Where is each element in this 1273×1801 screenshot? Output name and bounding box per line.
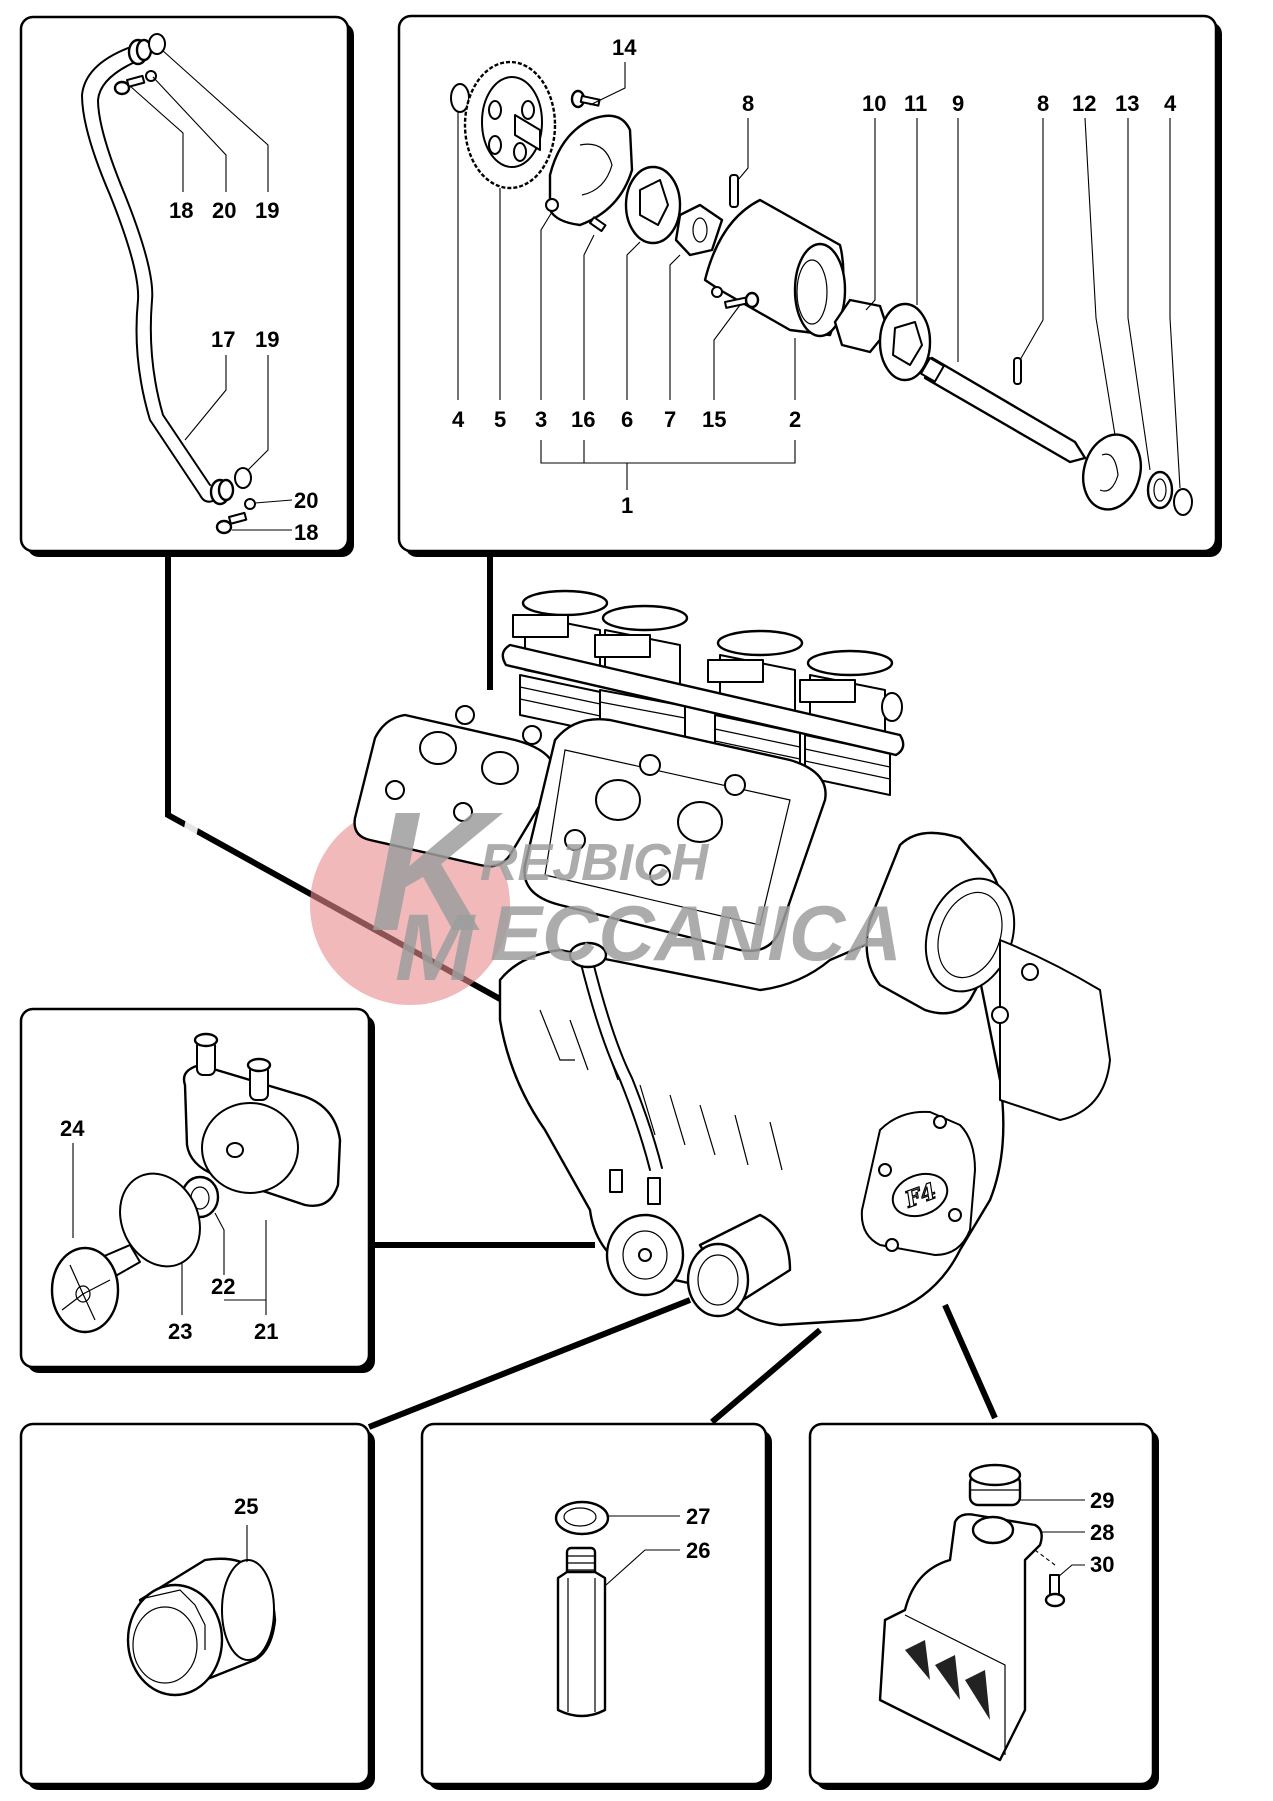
label-23: 23 [168, 1319, 192, 1344]
label-27: 27 [686, 1504, 710, 1529]
label-21: 21 [254, 1319, 278, 1344]
watermark-initial-k: K [370, 777, 504, 967]
label-19: 19 [255, 198, 279, 223]
panel-oil-pipe: 18 20 19 17 19 20 18 [19, 15, 354, 557]
connector-union [710, 1327, 822, 1425]
label-11: 11 [904, 91, 927, 116]
label-28: 28 [1090, 1520, 1114, 1545]
engine-assembly: F4 [353, 589, 1111, 1327]
label-3: 3 [535, 407, 547, 432]
label-19: 19 [255, 327, 279, 352]
plug-29 [968, 1463, 1022, 1507]
label-4: 4 [1164, 91, 1177, 116]
watermark-line2: ECCANICA [490, 889, 902, 977]
panel-union: 27 26 [420, 1422, 772, 1790]
watermark-text: K REJBICH M ECCANICA [370, 777, 902, 1001]
alternator [865, 831, 1111, 1121]
o-ring-19-top [148, 33, 166, 55]
label-5: 5 [494, 407, 506, 432]
label-14: 14 [612, 35, 637, 60]
connector-strainer [942, 1303, 998, 1420]
watermark-initial-m: M [395, 895, 476, 1001]
panel-oil-pump: 14 8 10 11 9 8 12 13 4 4 5 3 16 6 7 15 2… [397, 14, 1222, 557]
fuel-rail [501, 643, 905, 757]
pump-shaft-9 [920, 356, 1087, 464]
drive-gear-5 [463, 60, 557, 190]
label-22: 22 [211, 1274, 235, 1299]
washer-20-top [145, 70, 157, 82]
circlip-4-left [450, 83, 470, 113]
label-9: 9 [952, 91, 964, 116]
inner-rotor-7 [674, 203, 724, 257]
bolt-30 [1044, 1574, 1066, 1608]
label-12: 12 [1072, 91, 1096, 116]
oil-strainer-28 [878, 1513, 1043, 1762]
front-cylinder-head [523, 718, 827, 952]
oil-filter-on-engine [686, 1213, 792, 1318]
oil-pipe-on-engine-inner [591, 957, 663, 1169]
label-4: 4 [452, 407, 465, 432]
label-25: 25 [234, 1494, 258, 1519]
label-29: 29 [1090, 1488, 1114, 1513]
watermark-stripe [143, 790, 207, 1020]
label-2: 2 [789, 407, 801, 432]
seal-13 [1146, 470, 1174, 510]
label-24: 24 [60, 1116, 85, 1141]
bolt-18-top [113, 74, 146, 96]
washer-20-bottom [244, 498, 256, 510]
label-16: 16 [571, 407, 595, 432]
o-ring-23 [119, 1172, 201, 1268]
oil-cooler-21 [182, 1032, 342, 1207]
label-18: 18 [169, 198, 193, 223]
label-8: 8 [1037, 91, 1049, 116]
label-30: 30 [1090, 1552, 1114, 1577]
label-13: 13 [1115, 91, 1139, 116]
label-17: 17 [211, 327, 235, 352]
oil-filter-25 [126, 1557, 277, 1697]
oil-cooler-mount [605, 1169, 685, 1297]
label-8: 8 [742, 91, 754, 116]
bolt-15 [724, 291, 760, 309]
panel-oil-filter: 25 [19, 1422, 375, 1790]
label-7: 7 [664, 407, 676, 432]
circlip-4-right [1173, 488, 1193, 516]
label-20: 20 [212, 198, 236, 223]
inner-rotor-10 [833, 298, 890, 354]
label-15: 15 [702, 407, 726, 432]
label-6: 6 [621, 407, 633, 432]
hollow-bolt-24 [50, 1244, 141, 1334]
throttle-bodies [501, 589, 905, 796]
dowel-16 [589, 216, 607, 233]
pump-body-2 [703, 198, 847, 338]
dowel-8-right [1013, 357, 1022, 385]
pump-plate-12 [1082, 433, 1142, 511]
oil-pipe-part [81, 47, 216, 503]
connector-oil-filter [367, 1297, 692, 1430]
outer-rotor-6 [624, 165, 682, 245]
dowel-8-left [729, 174, 739, 208]
label-18: 18 [294, 520, 318, 545]
label-26: 26 [686, 1538, 710, 1563]
f4-logo-badge [891, 1172, 949, 1218]
label-1: 1 [621, 493, 633, 518]
bolt-18-bottom [215, 511, 248, 535]
label-20: 20 [294, 488, 318, 513]
o-ring-19-bottom [234, 467, 252, 489]
panel-oil-cooler: 24 22 23 21 [19, 1007, 375, 1373]
pump-cover-3 [545, 114, 634, 227]
panel-strainer: 29 28 30 [808, 1422, 1159, 1790]
label-10: 10 [862, 91, 886, 116]
watermark-line1: REJBICH [480, 834, 710, 892]
union-fitting-26 [556, 1546, 607, 1718]
oil-pipe-on-engine [579, 959, 651, 1171]
outer-rotor-11 [878, 302, 932, 382]
